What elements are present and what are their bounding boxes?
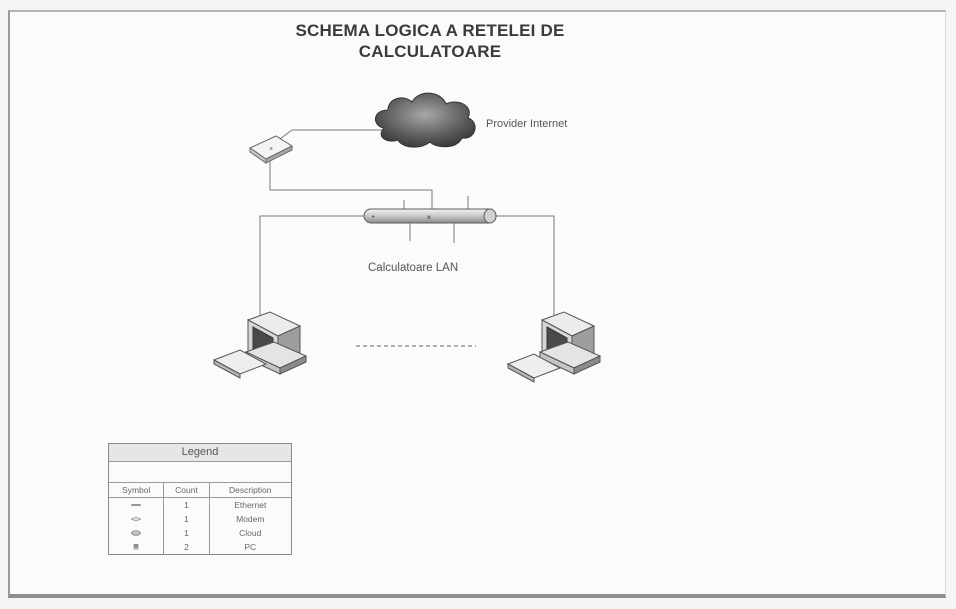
legend-count: 2 bbox=[163, 540, 210, 554]
connection-lines bbox=[259, 129, 555, 320]
legend-row: 1 Modem bbox=[109, 512, 291, 526]
legend-header-row: Symbol Count Description bbox=[109, 483, 291, 498]
legend-symbol-cell bbox=[109, 526, 165, 540]
pc-left-icon bbox=[212, 311, 308, 379]
legend-description: Modem bbox=[236, 514, 265, 524]
modem-to-cloud-line bbox=[271, 129, 395, 146]
legend-box: Legend Symbol Count Description 1 Ethern… bbox=[108, 443, 292, 555]
legend-header-count: Count bbox=[163, 483, 210, 498]
ethernet-icon bbox=[131, 504, 142, 506]
legend-table: Symbol Count Description 1 Ethernet 1 Mo… bbox=[109, 483, 291, 554]
cloud-icon bbox=[131, 530, 142, 536]
cloud-icon bbox=[375, 92, 476, 148]
modem-to-bus-line bbox=[269, 160, 433, 212]
modem-icon: × bbox=[248, 135, 294, 164]
legend-symbol-cell bbox=[109, 512, 165, 526]
diagram-title: SCHEMA LOGICA A RETELEI DE CALCULATOARE bbox=[220, 20, 640, 62]
pc-right-icon bbox=[506, 311, 602, 383]
legend-count: 1 bbox=[163, 512, 210, 526]
bus-to-pc-right-line bbox=[496, 215, 555, 318]
legend-count: 1 bbox=[163, 497, 210, 512]
legend-count: 1 bbox=[163, 526, 210, 540]
modem-icon bbox=[131, 516, 142, 522]
pc-icon bbox=[133, 544, 140, 550]
legend-row: 2 PC bbox=[109, 540, 291, 554]
svg-text:•: • bbox=[372, 214, 375, 221]
title-line-1: SCHEMA LOGICA A RETELEI DE bbox=[295, 21, 565, 40]
lan-label: Calculatoare LAN bbox=[368, 262, 459, 274]
legend-symbol-cell bbox=[109, 540, 165, 554]
bus-to-pc-left-line bbox=[259, 215, 364, 320]
legend-header-symbol: Symbol bbox=[109, 483, 165, 498]
ethernet-icon: × • bbox=[363, 208, 497, 224]
svg-text:×: × bbox=[427, 213, 432, 222]
svg-text:×: × bbox=[269, 146, 273, 153]
legend-description: PC bbox=[244, 542, 257, 552]
legend-row: 1 Cloud bbox=[109, 526, 291, 540]
legend-title: Legend bbox=[109, 444, 291, 462]
legend-spacer bbox=[109, 462, 291, 483]
legend-header-description: Description bbox=[209, 483, 291, 498]
legend-symbol-cell bbox=[109, 497, 165, 512]
title-line-2: CALCULATOARE bbox=[358, 42, 502, 61]
legend-row: 1 Ethernet bbox=[109, 497, 291, 512]
legend-description: Ethernet bbox=[234, 500, 267, 510]
legend-description: Cloud bbox=[239, 528, 262, 538]
provider-internet-label: Provider Internet bbox=[486, 118, 568, 130]
